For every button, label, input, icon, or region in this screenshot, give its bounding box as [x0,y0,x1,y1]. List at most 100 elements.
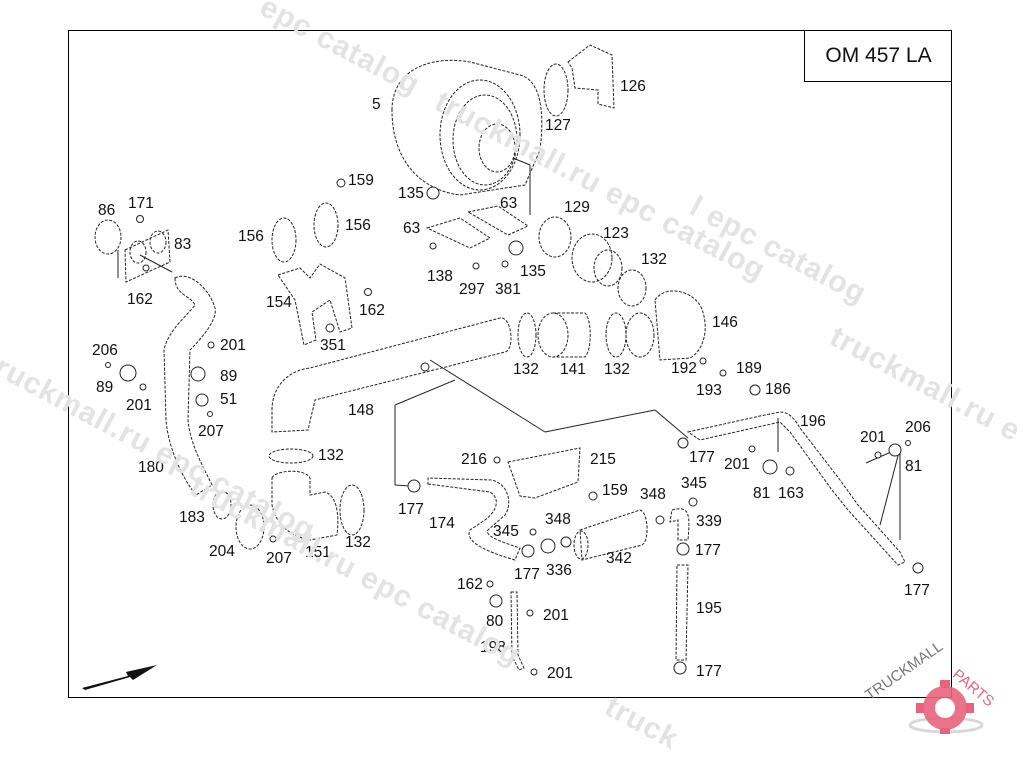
callout-label[interactable]: 132 [604,361,630,378]
fitting-186-icon [749,384,761,396]
callout-label[interactable]: 162 [127,291,153,308]
turbo-housing-part [391,59,543,196]
callout-label[interactable]: 381 [495,281,521,298]
callout-label[interactable]: 206 [905,419,931,436]
clamp-129-part [538,216,572,258]
bolt-201-d-icon [874,451,882,459]
callout-label[interactable]: 201 [724,456,750,473]
callout-label[interactable]: 151 [305,544,331,561]
callout-label[interactable]: 171 [128,195,154,212]
clamp-156-b-part [313,202,339,248]
callout-label[interactable]: 192 [671,360,697,377]
callout-label[interactable]: 126 [620,78,646,95]
bolt-345-icon [688,497,698,507]
shield-126-part [567,44,615,109]
callout-label[interactable]: 348 [545,511,571,528]
callout-label[interactable]: 81 [753,485,771,502]
callout-label[interactable]: 297 [459,281,485,298]
callout-label[interactable]: 342 [606,550,632,567]
callout-label[interactable]: 177 [696,663,722,680]
callout-label[interactable]: 5 [372,96,381,113]
callout-label[interactable]: 156 [238,228,264,245]
callout-label[interactable]: 201 [543,607,569,624]
callout-label[interactable]: 195 [696,600,722,617]
callout-label[interactable]: 204 [209,543,235,560]
bracket-154-part [277,263,353,346]
callout-label[interactable]: 201 [547,665,573,682]
callout-label[interactable]: 132 [641,251,667,268]
callout-label[interactable]: 345 [493,523,519,540]
callout-label[interactable]: 183 [179,509,205,526]
callout-label[interactable]: 198 [480,639,506,656]
callout-label[interactable]: 196 [800,413,826,430]
callout-label[interactable]: 63 [403,220,421,237]
callout-label[interactable]: 174 [429,515,455,532]
callout-label[interactable]: 129 [564,199,590,216]
callout-label[interactable]: 123 [603,225,629,242]
callout-label[interactable]: 81 [905,458,923,475]
callout-label[interactable]: 207 [266,550,292,567]
callout-label[interactable]: 83 [174,236,192,253]
engine-model-title: OM 457 LA [804,30,952,82]
callout-label[interactable]: 89 [220,368,238,385]
clamp-132-b-part [517,312,537,358]
callout-label[interactable]: 336 [546,562,572,579]
callout-label[interactable]: 177 [904,582,930,599]
callout-label[interactable]: 207 [198,423,224,440]
bolt-159-b-icon [588,491,598,501]
clip-89-icon [190,366,206,382]
callout-label[interactable]: 63 [500,195,518,212]
callout-label[interactable]: 193 [696,382,722,399]
callout-label[interactable]: 216 [461,451,487,468]
callout-label[interactable]: 162 [359,302,385,319]
callout-label[interactable]: 180 [138,459,164,476]
callout-label[interactable]: 177 [695,542,721,559]
callout-label[interactable]: 132 [318,447,344,464]
callout-label[interactable]: 132 [513,361,539,378]
callout-label[interactable]: 159 [348,172,374,189]
callout-label[interactable]: 351 [320,337,346,354]
callout-label[interactable]: 177 [689,449,715,466]
bolt-201-f-icon [530,668,538,676]
bolt-345-b-icon [529,528,537,536]
callout-label[interactable]: 135 [398,185,424,202]
callout-label[interactable]: 162 [457,576,483,593]
callout-label[interactable]: 127 [545,117,571,134]
callout-label[interactable]: 148 [348,402,374,419]
callout-label[interactable]: 132 [345,534,371,551]
callout-label[interactable]: 345 [681,475,707,492]
nut-162-b-icon [364,288,372,296]
callout-label[interactable]: 177 [514,566,540,583]
callout-label[interactable]: 86 [98,202,116,219]
callout-label[interactable]: 163 [778,485,804,502]
washer-193-icon [719,369,727,377]
callout-label[interactable]: 189 [736,360,762,377]
callout-label[interactable]: 89 [96,379,114,396]
plate-215-part [507,447,581,499]
callout-label[interactable]: 159 [602,482,628,499]
callout-label[interactable]: 201 [220,337,246,354]
clamp-132-e-part [339,484,365,536]
callout-label[interactable]: 141 [560,361,586,378]
callout-label[interactable]: 51 [220,391,238,408]
callout-label[interactable]: 156 [345,217,371,234]
bolt-201-icon [207,341,215,349]
callout-label[interactable]: 154 [266,294,292,311]
callout-label[interactable]: 138 [427,268,453,285]
callout-label[interactable]: 201 [126,397,152,414]
hose-174-part [427,477,521,561]
callout-label[interactable]: 135 [520,263,546,280]
callout-label[interactable]: 186 [765,381,791,398]
callout-label[interactable]: 177 [398,501,424,518]
callout-label[interactable]: 215 [590,451,616,468]
callout-label[interactable]: 80 [486,613,504,630]
callout-label[interactable]: 201 [860,429,886,446]
mount-135-b-icon [508,240,524,256]
plate-83-part [124,229,171,283]
callout-label[interactable]: 206 [92,342,118,359]
clamp-177-d-icon [521,544,535,558]
callout-label[interactable]: 339 [696,513,722,530]
callout-label[interactable]: 348 [640,486,666,503]
callout-label[interactable]: 146 [712,314,738,331]
